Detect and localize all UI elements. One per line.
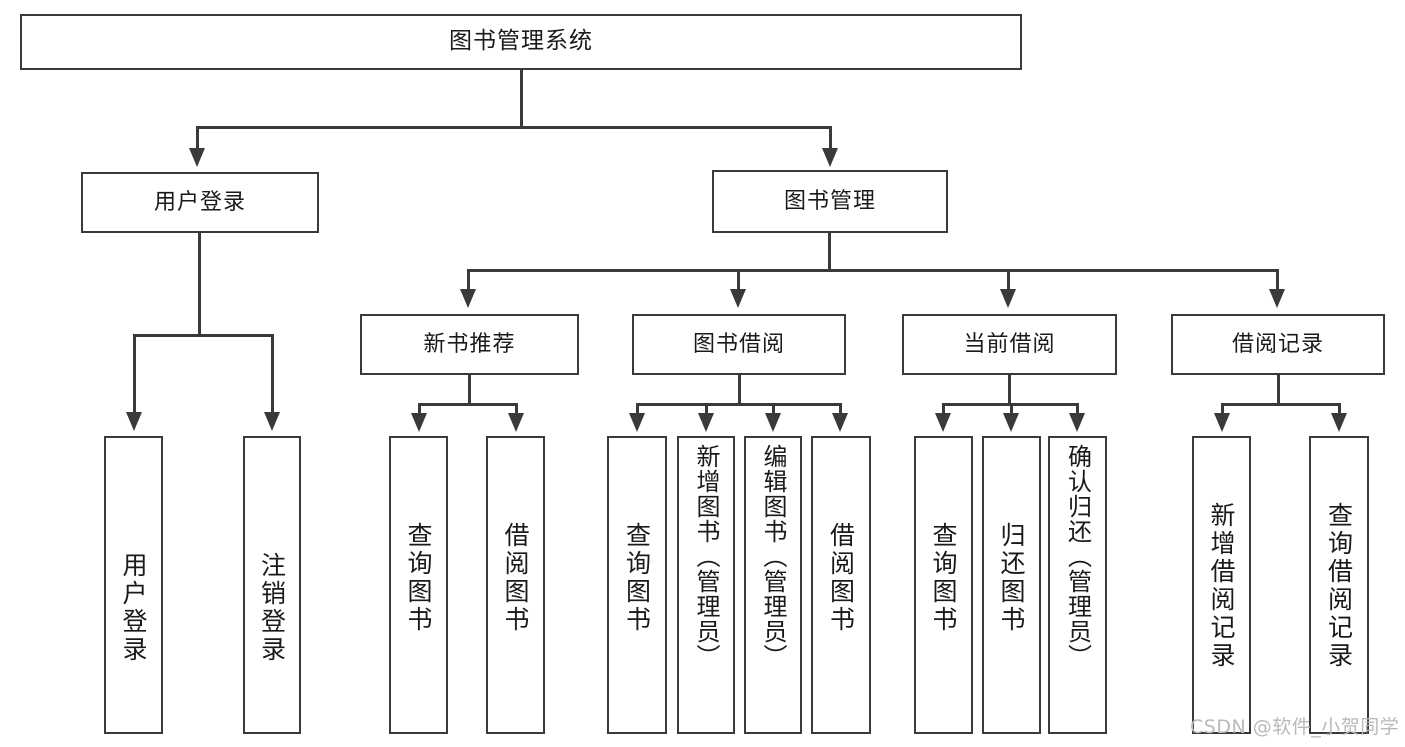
connector-bb-branch-1	[636, 403, 639, 415]
connector-bm-branch-3	[1007, 269, 1010, 291]
node-book-management[interactable]: 图书管理	[712, 170, 948, 233]
leaf-logout[interactable]: 注销登录	[243, 436, 301, 734]
node-label: 图书管理	[783, 188, 876, 214]
connector-bb-stem	[738, 375, 741, 405]
arrow-to-book-borrow	[730, 289, 746, 308]
connector-user-login-branch-1	[133, 334, 136, 414]
node-label: 用户登录	[119, 552, 148, 664]
arrow-to-leaf-bb-1	[629, 413, 645, 432]
leaf-bb-edit-book-admin[interactable]: 编辑图书（管理员）	[744, 436, 802, 734]
node-label: 新增借阅记录	[1207, 502, 1236, 670]
leaf-nbr-query-book[interactable]: 查询图书	[389, 436, 448, 734]
arrow-root-to-user-login	[189, 148, 205, 167]
leaf-bb-add-book-admin[interactable]: 新增图书（管理员）	[677, 436, 735, 734]
arrow-to-leaf-user-login	[126, 412, 142, 431]
leaf-user-login[interactable]: 用户登录	[104, 436, 163, 734]
node-label: 新增图书（管理员）	[692, 444, 720, 669]
node-label: 查询图书	[404, 522, 433, 634]
arrow-to-borrow-record	[1269, 289, 1285, 308]
connector-cb-branch-2	[1010, 403, 1013, 415]
node-label: 编辑图书（管理员）	[759, 444, 787, 669]
connector-nbr-stem	[468, 375, 471, 405]
node-label: 当前借阅	[963, 331, 1056, 357]
node-book-borrow[interactable]: 图书借阅	[632, 314, 846, 375]
connector-nbr-branch-2	[515, 403, 518, 415]
connector-root-bar	[196, 126, 832, 129]
node-label: 图书借阅	[692, 331, 785, 357]
connector-root-stem	[520, 70, 523, 128]
connector-book-management-bar	[467, 269, 1279, 272]
node-current-borrow[interactable]: 当前借阅	[902, 314, 1117, 375]
connector-br-branch-1	[1221, 403, 1224, 415]
node-borrow-record[interactable]: 借阅记录	[1171, 314, 1385, 375]
connector-user-login-bar	[133, 334, 274, 337]
node-label: 借阅图书	[826, 522, 856, 634]
leaf-br-query-record[interactable]: 查询借阅记录	[1309, 436, 1369, 734]
node-new-book-recommend[interactable]: 新书推荐	[360, 314, 579, 375]
connector-br-stem	[1277, 375, 1280, 405]
arrow-to-leaf-cb-2	[1003, 413, 1019, 432]
node-label: 注销登录	[257, 552, 287, 664]
leaf-bb-query-book[interactable]: 查询图书	[607, 436, 667, 734]
connector-bm-branch-2	[737, 269, 740, 291]
connector-root-to-book-management	[829, 126, 832, 150]
connector-bm-branch-4	[1276, 269, 1279, 291]
connector-nbr-branch-1	[418, 403, 421, 415]
connector-bm-branch-1	[467, 269, 470, 291]
connector-cb-branch-3	[1076, 403, 1079, 415]
arrow-to-leaf-br-2	[1331, 413, 1347, 432]
connector-cb-branch-1	[942, 403, 945, 415]
connector-bb-branch-2	[705, 403, 708, 415]
leaf-cb-confirm-return-admin[interactable]: 确认归还（管理员）	[1048, 436, 1107, 734]
arrow-to-leaf-cb-1	[935, 413, 951, 432]
node-label: 查询图书	[929, 522, 958, 634]
leaf-bb-borrow-book[interactable]: 借阅图书	[811, 436, 871, 734]
node-label: 新书推荐	[423, 331, 516, 357]
arrow-to-leaf-logout	[264, 412, 280, 431]
watermark-text: CSDN @软件_小贺同学	[1190, 716, 1400, 738]
node-label: 借阅记录	[1231, 331, 1324, 357]
arrow-to-leaf-bb-4	[832, 413, 848, 432]
arrow-root-to-book-management	[822, 148, 838, 167]
connector-user-login-branch-2	[271, 334, 274, 414]
arrow-to-current-borrow	[1000, 289, 1016, 308]
connector-bb-branch-3	[772, 403, 775, 415]
leaf-cb-query-book[interactable]: 查询图书	[914, 436, 973, 734]
node-user-login[interactable]: 用户登录	[81, 172, 319, 233]
node-label: 用户登录	[153, 189, 246, 215]
connector-nbr-bar	[418, 403, 518, 406]
connector-book-management-stem	[828, 233, 831, 271]
node-root-book-management-system[interactable]: 图书管理系统	[20, 14, 1022, 70]
node-label: 归还图书	[997, 522, 1026, 634]
arrow-to-leaf-cb-3	[1069, 413, 1085, 432]
connector-cb-stem	[1008, 375, 1011, 405]
leaf-nbr-borrow-book[interactable]: 借阅图书	[486, 436, 545, 734]
node-label: 借阅图书	[501, 522, 530, 634]
arrow-to-leaf-nbr-2	[508, 413, 524, 432]
connector-br-branch-2	[1338, 403, 1341, 415]
leaf-br-add-record[interactable]: 新增借阅记录	[1192, 436, 1251, 734]
arrow-to-leaf-nbr-1	[411, 413, 427, 432]
arrow-to-leaf-bb-3	[765, 413, 781, 432]
connector-user-login-stem	[198, 233, 201, 336]
node-label: 图书管理系统	[449, 28, 593, 55]
arrow-to-leaf-br-1	[1214, 413, 1230, 432]
arrow-to-new-book-recommend	[460, 289, 476, 308]
connector-bb-branch-4	[839, 403, 842, 415]
connector-bb-bar	[636, 403, 841, 406]
arrow-to-leaf-bb-2	[698, 413, 714, 432]
leaf-cb-return-book[interactable]: 归还图书	[982, 436, 1041, 734]
connector-br-bar	[1221, 403, 1340, 406]
node-label: 确认归还（管理员）	[1063, 444, 1092, 669]
node-label: 查询借阅记录	[1324, 502, 1354, 670]
connector-root-to-user-login	[196, 126, 199, 150]
node-label: 查询图书	[622, 522, 652, 634]
